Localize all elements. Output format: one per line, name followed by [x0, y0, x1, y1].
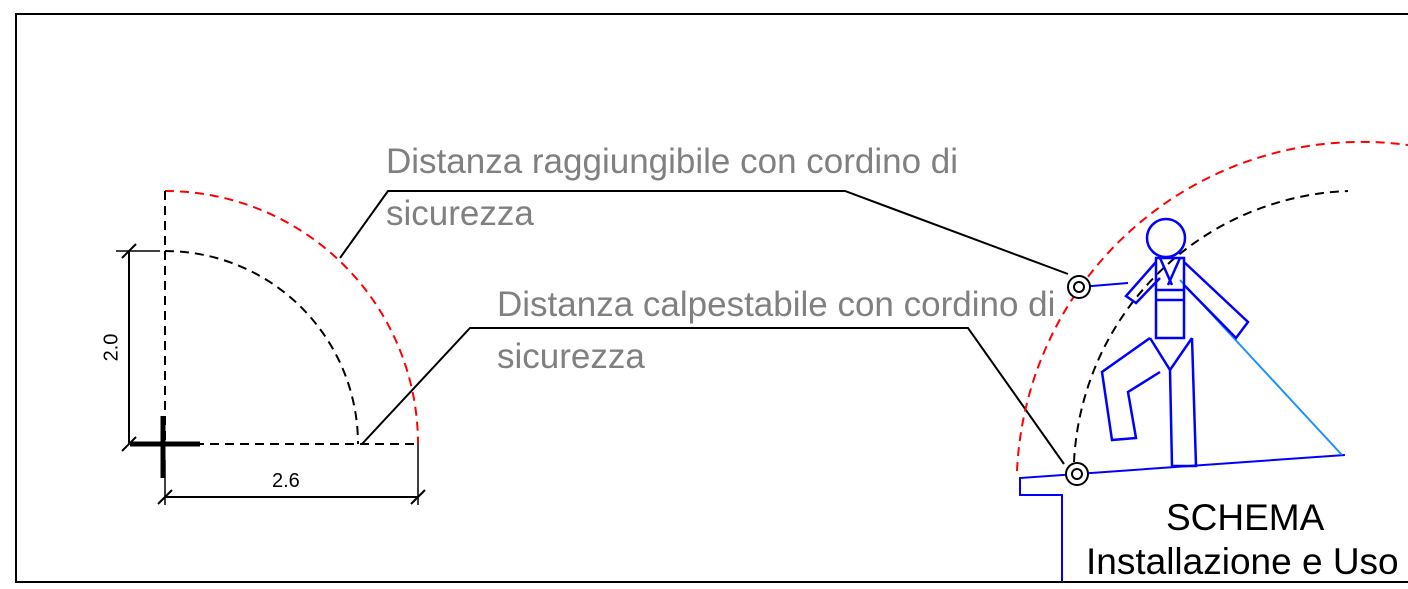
anchor-cross-icon [130, 416, 200, 478]
label-walkable-distance: Distanza calpestabile con cordino di sic… [497, 279, 1055, 383]
worker-figure-icon [1100, 217, 1250, 468]
roof-outline [1019, 454, 1346, 582]
drawing-title-line1: SCHEMA [1166, 497, 1325, 538]
label-walkable-line1: Distanza calpestabile con cordino di [497, 285, 1056, 324]
anchor-point-lower-icon [1065, 462, 1089, 486]
horizontal-dimension [157, 444, 426, 505]
dimension-vertical-label: 2.0 [100, 333, 123, 362]
label-walkable-line2: sicurezza [497, 337, 645, 376]
reach-arc-left [164, 190, 419, 445]
label-reachable-distance: Distanza raggiungibile con cordino di si… [386, 136, 958, 240]
anchor-point-upper-icon [1067, 275, 1091, 299]
walk-arc-left [164, 250, 359, 445]
leader-walkable [361, 327, 1065, 465]
dimension-horizontal-label: 2.6 [272, 470, 300, 492]
vertical-dimension [116, 243, 160, 452]
reach-arc-right [1016, 140, 1408, 472]
label-reachable-line2: sicurezza [386, 194, 534, 233]
label-reachable-line1: Distanza raggiungibile con cordino di [386, 142, 959, 181]
walk-arc-right [1073, 190, 1349, 463]
leader-reachable [339, 190, 1069, 275]
drawing-frame [15, 13, 1408, 583]
drawing-title-line2: Installazione e Uso [1086, 541, 1399, 582]
